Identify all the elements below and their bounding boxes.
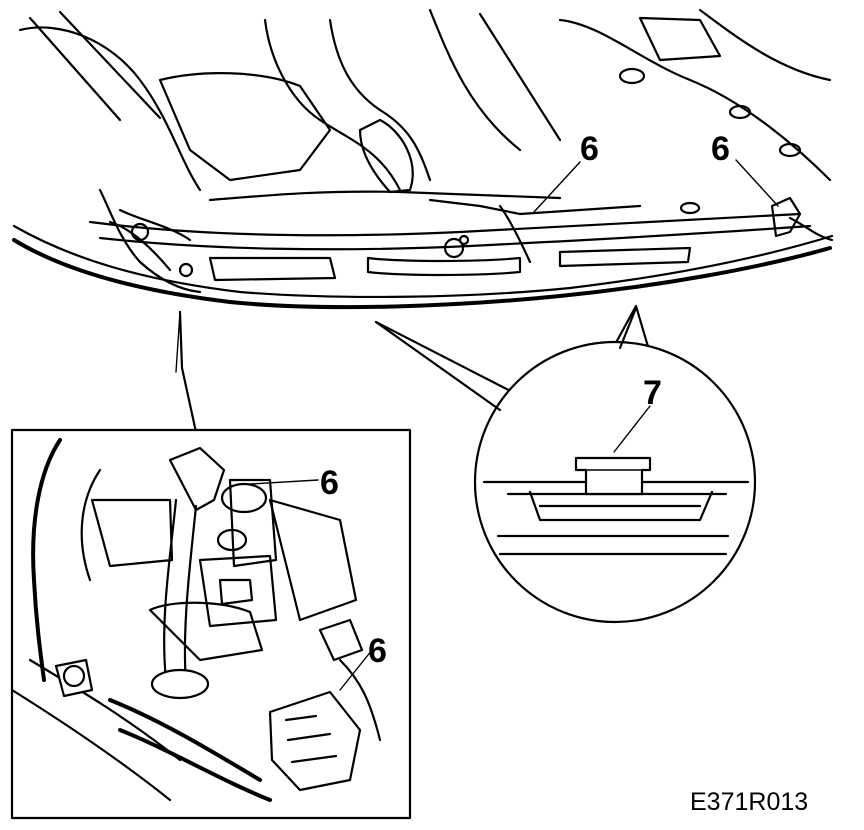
callout-6-main-right: 6: [711, 130, 730, 168]
inset-view: [10, 310, 412, 820]
callout-6-inset-lower: 6: [368, 632, 387, 670]
callout-6-inset-upper: 6: [320, 464, 339, 502]
callout-6-main-left: 6: [580, 130, 599, 168]
callout-7-detail: 7: [643, 374, 662, 412]
main-view: [12, 8, 834, 310]
detail-circle: [374, 304, 757, 624]
figure-code: E371R013: [690, 788, 808, 816]
